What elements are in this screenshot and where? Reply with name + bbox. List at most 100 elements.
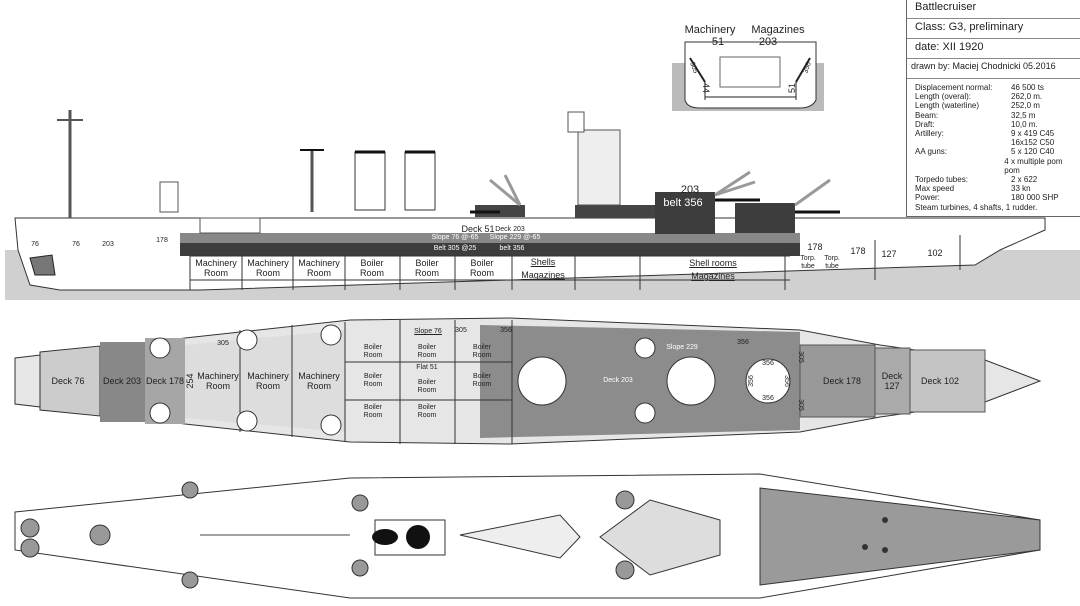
plan-armour-305: 305: [217, 340, 229, 347]
spec-row: AA guns: 5 x 120 C40: [915, 147, 1075, 156]
plan-deck-102: Deck 102: [920, 376, 960, 386]
plan-boiler-room: Boiler Room: [417, 344, 437, 359]
spec-value: 32,5 m: [1011, 110, 1036, 120]
spec-row: 4 x multiple pom pom: [915, 157, 1075, 175]
spec-row: Artillery: 9 x 419 C45: [915, 129, 1075, 138]
spec-value: 2 x 622: [1011, 175, 1038, 185]
side-belt-305: Belt 305 @25: [433, 245, 477, 252]
side-armour-76: 76: [72, 241, 80, 248]
title-block: Battlecruiser Class: G3, preliminary dat…: [906, 0, 1080, 217]
spec-row: Torpedo tubes: 2 x 622: [915, 175, 1075, 184]
spec-key: Artillery:: [915, 129, 944, 139]
section-bulkhead-51: 51: [787, 82, 797, 94]
barbette-armour: 356: [762, 360, 774, 367]
side-armour-102: 102: [927, 248, 943, 258]
spec-key: Length (waterline): [915, 101, 980, 111]
side-room: Machinery Room: [195, 258, 237, 278]
spec-value: 10,0 m.: [1011, 119, 1038, 129]
plan-armour-305: 305: [455, 327, 467, 334]
drawn-by: drawn by: Maciej Chodnicki 05.2016: [907, 59, 1080, 79]
plan-slope-76: Slope 76: [414, 328, 442, 335]
side-shells: Shells: [530, 257, 556, 267]
section-magazines-label: Magazines: [751, 24, 805, 36]
spec-value: 46 500 ts: [1011, 83, 1044, 92]
side-armour-127: 127: [881, 249, 897, 259]
plan-armour-305: 305: [797, 351, 804, 363]
side-slope-76: Slope 76 @-65: [431, 234, 479, 241]
section-machinery-label: Machinery: [684, 24, 736, 36]
plan-machinery-room: Machinery Room: [197, 371, 239, 391]
spec-key: Length (overal):: [915, 92, 972, 102]
plan-boiler-room: Boiler Room: [363, 344, 383, 359]
spec-row: Length (overal): 262,0 m.: [915, 92, 1075, 101]
spec-value: 252,0 m: [1011, 101, 1040, 111]
side-room: Machinery Room: [298, 258, 340, 278]
side-deck-51: Deck 51: [461, 224, 495, 234]
side-belt-356: belt 356: [499, 245, 525, 252]
side-profile: [5, 110, 1080, 300]
deck-plan: [14, 473, 1041, 599]
plan-machinery-room: Machinery Room: [298, 371, 340, 391]
spec-key: Displacement normal:: [915, 83, 993, 92]
side-armour-76: 76: [31, 241, 39, 248]
section-deck-51: 51: [711, 36, 725, 48]
spec-key: Beam:: [915, 110, 939, 120]
plan-deck-203: Deck 203: [102, 376, 142, 386]
spec-value: 4 x multiple pom pom: [1004, 156, 1063, 175]
plan-deck-178-fwd: Deck 178: [822, 376, 862, 386]
spec-row: Displacement normal: 46 500 ts: [915, 83, 1075, 92]
plan-boiler-room: Boiler Room: [472, 344, 492, 359]
machinery-note: Steam turbines, 4 shafts, 1 rudder.: [915, 202, 1038, 212]
side-deck-203: Deck 203: [495, 226, 525, 233]
side-magazines-aft: Magazines: [691, 271, 735, 281]
plan-deck-178: Deck 178: [145, 376, 185, 386]
side-room: Machinery Room: [247, 258, 289, 278]
side-slope-229: Slope 229 @-65: [489, 234, 541, 241]
side-armour-178: 178: [156, 237, 168, 244]
spec-key: [915, 138, 1011, 147]
spec-value: 33 kn: [1011, 184, 1031, 194]
plan-boiler-room: Boiler Room: [363, 373, 383, 388]
side-room: Boiler Room: [469, 258, 494, 278]
plan-deck-76: Deck 76: [51, 376, 85, 386]
side-armour-203: 203: [102, 241, 114, 248]
torpedo-tube: Torp. tube: [824, 255, 840, 270]
side-armour-178: 178: [850, 246, 866, 256]
plan-armour-356: 356: [500, 327, 512, 334]
cross-section: [672, 41, 824, 111]
spec-key: Draft:: [915, 119, 935, 129]
turret-armour-203: 203: [680, 184, 700, 196]
side-magazines: Magazines: [521, 270, 565, 280]
torpedo-tube: Torp. tube: [800, 255, 816, 270]
spec-key: Torpedo tubes:: [915, 175, 968, 185]
spec-key: AA guns:: [915, 147, 948, 157]
section-bulkhead-44: 44: [701, 82, 711, 94]
spec-key: Power:: [915, 193, 940, 203]
spec-key: [915, 157, 1004, 175]
ship-class: Class: G3, preliminary: [907, 19, 1080, 39]
ship-type: Battlecruiser: [907, 0, 1080, 19]
barbette-armour: 356: [783, 375, 790, 387]
plan-boiler-room: Boiler Room: [417, 404, 437, 419]
spec-value: 5 x 120 C40: [1011, 147, 1055, 157]
plan-deck-203-centre: Deck 203: [603, 377, 633, 384]
plan-boiler-room: Boiler Room: [363, 404, 383, 419]
barbette-armour: 356: [748, 375, 755, 387]
spec-value: 9 x 419 C45: [1011, 129, 1055, 139]
armour-plan: [14, 317, 1042, 445]
plan-deck-127: Deck 127: [881, 371, 903, 391]
spec-row: Beam: 32,5 m: [915, 111, 1075, 120]
barbette-belt-356: belt 356: [663, 197, 703, 209]
spec-row: Length (waterline) 252,0 m: [915, 101, 1075, 110]
plan-boiler-room: Boiler Room: [472, 373, 492, 388]
plan-armour-356: 356: [737, 339, 749, 346]
spec-row: Power:180 000 SHP: [915, 193, 1075, 202]
ship-date: date: XII 1920: [907, 39, 1080, 59]
plan-machinery-room: Machinery Room: [247, 371, 289, 391]
spec-value: 262,0 m.: [1011, 92, 1043, 102]
plan-boiler-room: Boiler Room: [417, 379, 437, 394]
side-armour-178: 178: [807, 242, 823, 252]
plan-slope-229: Slope 229: [666, 344, 698, 351]
section-deck-203: 203: [758, 36, 778, 48]
